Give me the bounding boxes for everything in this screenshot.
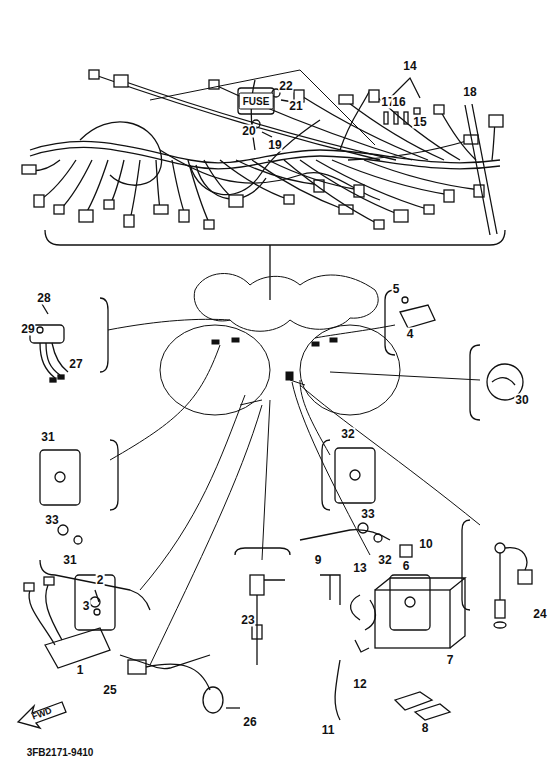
wire	[120, 80, 396, 160]
fuse-label: FUSE	[239, 93, 274, 110]
wire	[130, 160, 140, 220]
connector	[424, 205, 434, 214]
connector	[369, 90, 379, 102]
callout-number: 33	[44, 514, 59, 527]
callout-number: 7	[446, 654, 455, 667]
wire	[110, 160, 124, 205]
callout-number: 4	[406, 328, 415, 341]
cable-band	[465, 104, 497, 235]
callout-number: 18	[462, 86, 477, 99]
wire	[40, 160, 76, 200]
connector	[34, 195, 44, 207]
callout-number: 15	[412, 116, 427, 129]
callout-number: 28	[36, 292, 51, 305]
connector	[124, 215, 134, 227]
sensor-25	[128, 660, 240, 713]
callout-number: 25	[102, 684, 117, 697]
callout-number: 13	[352, 562, 367, 575]
connector	[104, 200, 114, 209]
callout-number: 2	[96, 574, 105, 587]
switch-27	[30, 304, 68, 382]
connector	[229, 195, 243, 207]
callout-number: 19	[267, 139, 282, 152]
callout-number: 32	[377, 554, 392, 567]
callout-number: 16	[391, 96, 406, 109]
bracket	[45, 230, 505, 300]
wire	[204, 160, 235, 200]
battery	[320, 545, 465, 720]
connector	[89, 70, 99, 79]
wire	[268, 160, 360, 190]
screw	[262, 132, 272, 137]
callout-number: 5	[392, 283, 401, 296]
connector	[394, 210, 408, 222]
fuse-box	[238, 88, 274, 114]
wire	[375, 95, 460, 160]
wire	[188, 160, 210, 225]
callout-number: 27	[68, 358, 83, 371]
callout-number: 20	[241, 125, 256, 138]
callout-number: 30	[514, 394, 529, 407]
wire	[364, 160, 480, 190]
wire	[316, 160, 430, 210]
callout-number: 31	[40, 431, 55, 444]
callout-number: 33	[360, 508, 375, 521]
wire	[172, 160, 185, 215]
connector	[79, 210, 93, 222]
callout-number: 8	[421, 722, 430, 735]
connector	[489, 115, 503, 127]
callout-number: 11	[321, 724, 336, 737]
connector	[54, 205, 64, 214]
callout-number: 29	[20, 323, 35, 336]
sensor-24	[494, 543, 532, 628]
part-code: 3FB2171-9410	[26, 746, 95, 759]
callout-number: 22	[278, 80, 293, 93]
connector	[339, 95, 353, 104]
callout-number: 12	[352, 678, 367, 691]
callout-number: 23	[240, 614, 255, 627]
connector	[284, 195, 294, 204]
connector-wires	[22, 70, 503, 229]
callout-number: 21	[288, 100, 303, 113]
wire	[252, 160, 345, 210]
wire	[156, 160, 160, 210]
callout-number: 9	[314, 554, 323, 567]
forward-arrow	[18, 702, 66, 728]
plate-32	[335, 448, 430, 630]
callout-number: 3	[82, 600, 91, 613]
callout-number: 6	[402, 560, 411, 573]
wire	[332, 160, 450, 195]
callout-number: 1	[76, 664, 85, 677]
rectifier-1	[24, 577, 110, 668]
wire	[60, 160, 92, 210]
connector	[114, 75, 128, 87]
connector	[204, 220, 214, 229]
callout-number: 24	[532, 608, 547, 621]
connector	[179, 210, 189, 222]
bracket	[150, 70, 375, 145]
callout-number: 26	[242, 716, 257, 729]
connector	[444, 190, 454, 202]
wire	[215, 85, 412, 160]
callout-number: 32	[340, 428, 355, 441]
wire	[236, 160, 320, 185]
connector	[22, 165, 36, 174]
connector	[374, 220, 384, 229]
callout-number: 31	[62, 554, 77, 567]
wire	[300, 95, 428, 160]
wire	[284, 160, 380, 225]
connector	[154, 205, 168, 214]
callout-number: 14	[402, 60, 417, 73]
connector	[434, 105, 444, 114]
relay-4	[400, 297, 435, 328]
bracket	[40, 290, 480, 669]
plate-31	[40, 450, 115, 630]
leader-lines	[108, 319, 480, 665]
callout-number: 10	[418, 538, 433, 551]
